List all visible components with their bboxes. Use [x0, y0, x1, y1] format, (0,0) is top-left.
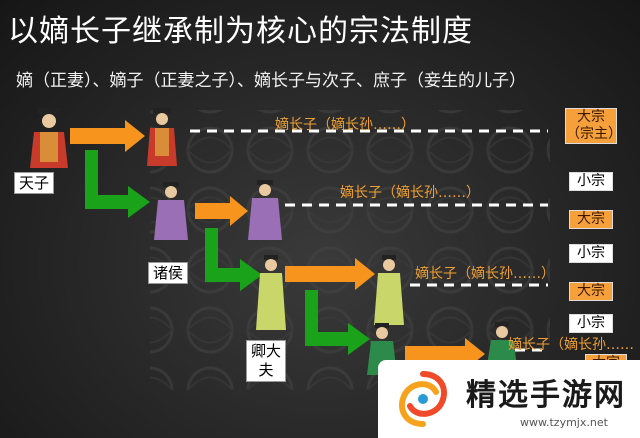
figure-zhuhou-heir	[248, 180, 282, 240]
tag-dazong-zongzhu: 大宗（宗主）	[565, 108, 622, 144]
lineage-label-1: 嫡长子（嫡长孙……）	[275, 117, 415, 133]
rank-label-qingdafu: 卿大夫	[246, 340, 286, 382]
lineage-label-4: 嫡长子（嫡长孙……	[508, 337, 634, 353]
rank-label-tianzi: 天子	[14, 172, 55, 194]
figure-tianzi-heir	[147, 108, 177, 166]
figure-zhuhou-left	[154, 182, 188, 240]
swirl-logo-icon	[399, 371, 447, 427]
subtitle: 嫡（正妻）、嫡子（正妻之子）、嫡长子与次子、庶子（妾生的儿子）	[16, 71, 526, 91]
tag-xiaozong-1: 小宗	[569, 172, 613, 191]
rank-label-zhuhou: 诸侯	[148, 262, 189, 284]
green-arrows	[85, 150, 370, 355]
figure-qing-heir	[374, 255, 404, 325]
page-title: 以嫡长子继承制为核心的宗法制度	[8, 14, 473, 49]
orange-arrow-2	[195, 196, 248, 226]
orange-arrow-3	[285, 258, 375, 290]
green-arrow-2	[205, 228, 262, 291]
figure-tianzi-left	[30, 108, 68, 168]
figure-shi-heir	[487, 322, 517, 365]
green-arrow-1	[85, 150, 150, 218]
lineage-label-2: 嫡长子（嫡长孙……）	[340, 185, 480, 201]
tag-dazong-3: 大宗	[569, 282, 613, 301]
tag-xiaozong-2: 小宗	[569, 244, 613, 263]
watermark-url: www.tzymjx.net	[520, 416, 608, 429]
figure-qing-left	[256, 255, 286, 330]
tag-xiaozong-3: 小宗	[569, 314, 613, 333]
tag-dazong-2: 大宗	[569, 210, 613, 229]
orange-arrow-1	[70, 120, 145, 152]
green-arrow-3	[305, 290, 370, 355]
lineage-label-3: 嫡长子（嫡长孙……）	[415, 266, 555, 282]
watermark-brand: 精选手游网	[466, 378, 626, 413]
